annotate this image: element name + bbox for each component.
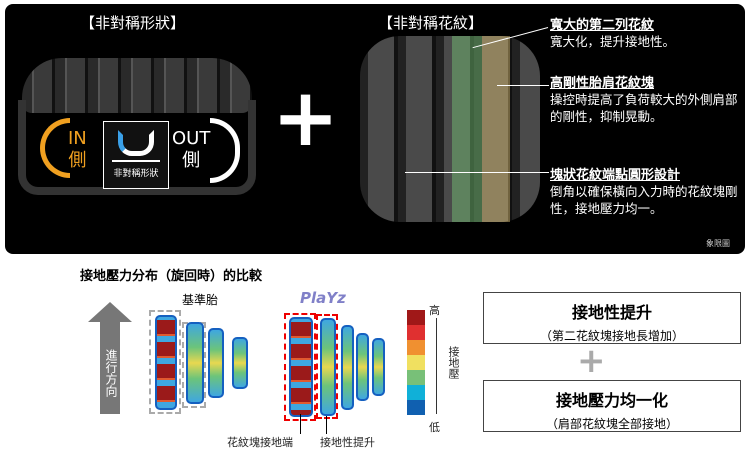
result-box: 接地壓力均一化 （肩部花紋塊全部接地）: [483, 380, 741, 432]
legend-swatch: [407, 385, 425, 400]
in-side-label: 側: [68, 150, 87, 171]
pressure-map-rib: [356, 333, 369, 401]
tire-shape-icon: [118, 130, 154, 156]
pressure-map-rib: [341, 325, 354, 410]
feature-title: 高剛性胎肩花紋塊: [550, 76, 655, 91]
callout-line: [405, 172, 549, 173]
feature-desc: 寬大化，提升接地性。: [550, 34, 676, 49]
asymmetric-badge: 非對稱形狀: [103, 121, 169, 189]
second-rib-highlight: [452, 36, 482, 222]
feature-title: 寬大的第二列花紋: [550, 18, 655, 33]
in-label: IN: [68, 128, 87, 149]
result-subtitle: （第二花紋塊接地長增加）: [539, 329, 684, 343]
legend-arrow-icon: [436, 318, 437, 414]
plus-icon: +: [272, 71, 340, 164]
direction-arrow-icon: [88, 302, 132, 322]
playz-second-rib-highlight: [316, 314, 338, 419]
asymmetric-pattern-title: 【非對稱花紋】: [378, 14, 484, 32]
feature-title: 塊狀花紋端點圓形設計: [550, 168, 681, 183]
note-label: 象限圖: [706, 239, 730, 248]
legend-high: 高: [429, 304, 440, 317]
legend-low: 低: [429, 421, 440, 434]
pressure-color-legend: [407, 310, 425, 415]
pressure-map-rib: [289, 317, 313, 417]
legend-swatch: [407, 325, 425, 340]
tire-cross-section: [22, 58, 252, 113]
edge-contact-label: 花紋塊接地端: [227, 436, 293, 449]
legend-swatch: [407, 310, 425, 325]
comparison-title: 接地壓力分布（旋回時）的比較: [80, 269, 263, 284]
pressure-map-rib: [232, 337, 248, 389]
result-subtitle: （肩部花紋塊全部接地）: [545, 417, 678, 431]
asymmetric-shape-title: 【非對稱形狀】: [80, 14, 186, 32]
result-title: 接地性提升: [571, 303, 652, 322]
pressure-map-rib: [208, 328, 224, 398]
baseline-highlight: [149, 310, 181, 414]
tire-sidewall: [18, 100, 256, 195]
callout-line: [497, 85, 549, 86]
shoulder-block-highlight: [482, 36, 510, 222]
pressure-map-rib: [186, 322, 204, 404]
legend-axis-label: 接地壓: [447, 346, 460, 379]
legend-swatch: [407, 340, 425, 355]
out-side-label: 側: [182, 150, 201, 171]
feature-desc: 操控時提高了負荷較大的外側肩部的剛性，抑制晃動。: [550, 92, 738, 124]
legend-swatch: [407, 370, 425, 385]
tire-tread-image: [360, 36, 540, 222]
callout-line: [300, 414, 301, 434]
result-title: 接地壓力均一化: [555, 391, 668, 410]
callout-line: [326, 416, 327, 434]
contact-improve-label: 接地性提升: [320, 436, 375, 449]
out-label: OUT: [172, 128, 211, 149]
baseline-tire-label: 基準胎: [182, 293, 219, 307]
legend-swatch: [407, 355, 425, 370]
pressure-map-rib: [155, 315, 177, 410]
direction-label: 進行方向: [100, 322, 120, 414]
playz-logo: PlaYz: [300, 289, 346, 307]
plus-icon: +: [577, 341, 606, 381]
legend-swatch: [407, 400, 425, 415]
result-box: 接地性提升 （第二花紋塊接地長增加）: [483, 292, 741, 344]
badge-label: 非對稱形狀: [113, 169, 159, 179]
pressure-map-rib: [320, 318, 336, 416]
pressure-map-rib: [372, 338, 385, 396]
feature-desc: 倒角以確保橫向入力時的花紋塊剛性，接地壓力均一。: [550, 184, 738, 216]
